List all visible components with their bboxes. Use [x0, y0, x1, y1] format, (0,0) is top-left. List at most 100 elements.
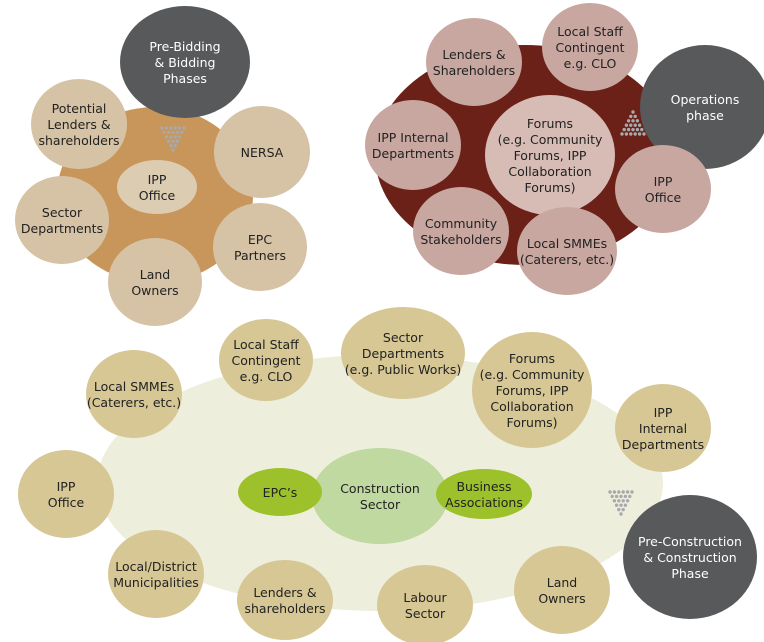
triangle-dot: [621, 490, 625, 494]
triangle-dot: [635, 127, 640, 132]
prebidding-triangle-dots: [160, 126, 186, 152]
triangle-dot: [625, 490, 630, 494]
triangle-dot: [623, 503, 628, 507]
triangle-dot: [631, 110, 635, 114]
triangle-dot: [173, 143, 177, 148]
construction-staff-node: [219, 319, 313, 401]
triangle-dot: [625, 499, 630, 503]
triangle-dot: [629, 114, 633, 119]
triangle-dot: [617, 499, 621, 503]
operations-ipp-office-node: [615, 145, 711, 233]
triangle-dot: [166, 139, 171, 143]
operations-center-node: [485, 95, 615, 215]
construction-epc-node: [238, 468, 322, 516]
triangle-dot: [626, 127, 631, 132]
triangle-dot: [617, 507, 621, 512]
prebidding-epc-node: [213, 203, 307, 291]
triangle-dot: [182, 126, 186, 130]
triangle-dot: [612, 490, 617, 494]
construction-phase-node: [623, 495, 757, 619]
triangle-dot: [619, 494, 623, 499]
triangle-dot: [642, 132, 646, 136]
prebidding-lenders-node: [31, 79, 127, 169]
prebidding-phase-node: [120, 6, 250, 118]
triangle-dot: [612, 499, 617, 503]
triangle-dot: [624, 132, 629, 136]
triangle-dot: [629, 132, 633, 136]
triangle-dot: [619, 503, 623, 507]
triangle-dot: [637, 123, 642, 127]
triangle-dot: [626, 119, 631, 123]
triangle-dot: [629, 123, 633, 127]
triangle-dot: [633, 132, 637, 136]
operations-staff-node: [542, 3, 638, 91]
triangle-dot: [614, 494, 619, 499]
construction-labour-node: [377, 565, 473, 642]
operations-internal-node: [365, 100, 461, 190]
construction-internal-node: [615, 384, 711, 472]
construction-sector-node: [341, 307, 465, 399]
triangle-dot: [640, 127, 644, 132]
triangle-dot: [631, 119, 635, 123]
triangle-dot: [608, 490, 612, 494]
triangle-dot: [171, 148, 175, 152]
construction-lenders-node: [237, 560, 333, 640]
triangle-dot: [610, 494, 614, 499]
triangle-dot: [180, 130, 184, 135]
triangle-dot: [623, 494, 628, 499]
triangle-dot: [635, 119, 640, 123]
triangle-dot: [173, 135, 177, 139]
operations-triangle-dots: [620, 110, 646, 136]
operations-smmes-node: [517, 207, 617, 295]
construction-land-node: [514, 546, 610, 634]
prebidding-nersa-node: [214, 106, 310, 198]
triangle-dot: [166, 130, 171, 135]
construction-epc-label: EPC’s: [263, 485, 298, 500]
operations-lenders-node: [426, 18, 522, 106]
triangle-dot: [621, 507, 625, 512]
construction-forums-node: [472, 332, 592, 448]
construction-ipp-office-node: [18, 450, 114, 538]
prebidding-center-node: [117, 160, 197, 214]
operations-lenders-label: Lenders &Shareholders: [433, 47, 515, 78]
construction-lenders-label: Lenders &shareholders: [245, 585, 326, 616]
triangle-dot: [624, 123, 629, 127]
triangle-dot: [614, 503, 619, 507]
construction-municipalities-node: [108, 530, 204, 618]
triangle-dot: [630, 490, 634, 494]
triangle-dot: [169, 135, 173, 139]
triangle-dot: [633, 114, 637, 119]
triangle-dot: [175, 130, 180, 135]
triangle-dot: [171, 130, 175, 135]
triangle-dot: [637, 132, 642, 136]
prebidding-land-node: [108, 238, 202, 326]
triangle-dot: [622, 127, 626, 132]
triangle-dot: [177, 126, 182, 130]
triangle-dot: [631, 127, 635, 132]
prebidding-nersa-label: NERSA: [241, 145, 284, 160]
operations-phase-node: [640, 45, 764, 169]
construction-center-node: [312, 448, 448, 544]
construction-business-node: [436, 469, 532, 519]
